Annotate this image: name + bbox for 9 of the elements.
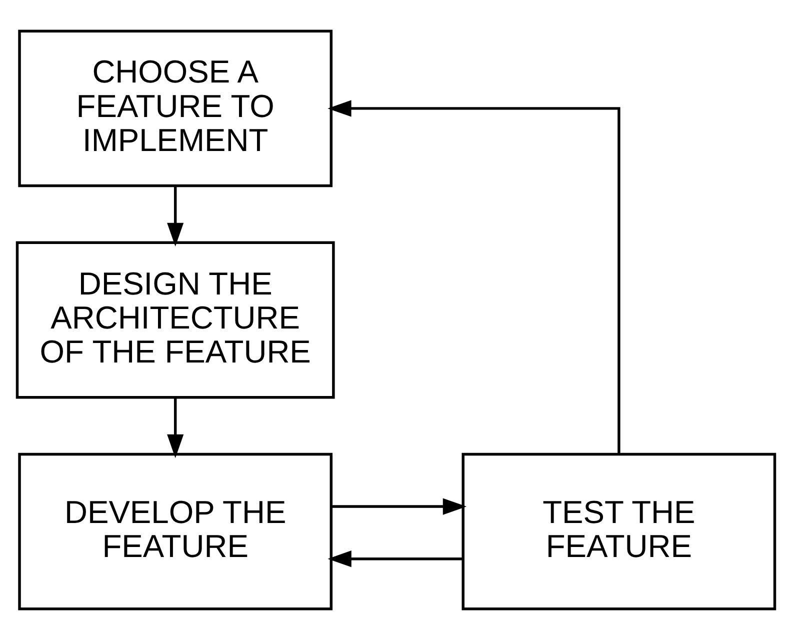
arrow xyxy=(328,100,620,454)
arrow xyxy=(167,186,184,247)
arrow xyxy=(332,498,467,515)
node-box: DESIGN THE ARCHITECTURE OF THE FEATURE xyxy=(16,241,335,399)
node-box: DEVELOP THE FEATURE xyxy=(18,452,333,610)
node-box: CHOOSE A FEATURE TO IMPLEMENT xyxy=(18,30,333,188)
node-box: TEST THE FEATURE xyxy=(462,452,776,610)
arrow xyxy=(328,550,463,568)
arrow xyxy=(167,398,184,458)
